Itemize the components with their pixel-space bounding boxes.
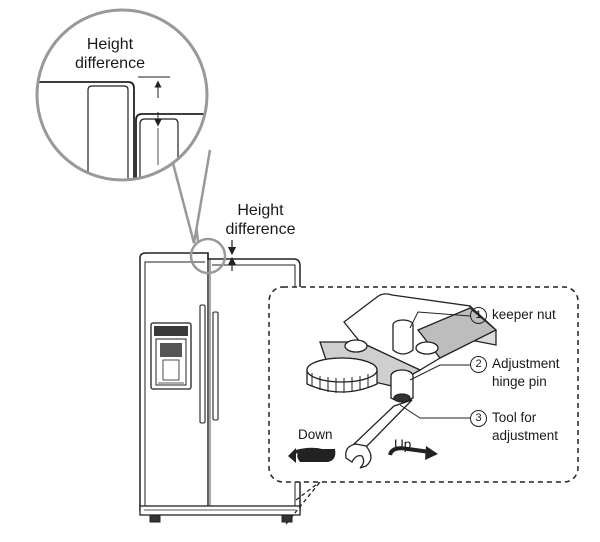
rotation-down-label: Down [298,427,333,442]
main-height-difference-label: Height difference [208,201,313,239]
part-number-1: 1 [470,307,487,324]
part-label-tool: 3 Tool for adjustment [470,409,558,445]
part-label-hinge-pin: 2 Adjustment hinge pin [470,355,560,391]
part-3-line1: Tool for [492,410,537,425]
rotation-up-label: Up [394,437,412,452]
part-leaders [399,311,471,419]
fridge-foot-left [149,514,161,523]
main-label-line2: difference [225,221,296,238]
hinge-assembly [306,293,498,469]
main-label-line1: Height [237,202,284,219]
part-label-keeper-nut: 1 keeper nut [470,306,556,324]
part-number-3: 3 [470,410,487,427]
fridge-base [139,505,301,516]
part-3-line2: adjustment [492,428,559,443]
magnifier-circle [35,8,209,182]
part-2-line2: hinge pin [492,374,547,389]
zoom-target-circle [189,237,227,275]
hinge-detail-callout [268,286,579,525]
rotation-up-arrow [388,446,438,460]
zoom-height-difference-label: Height difference [55,35,165,73]
left-door-handle [199,304,206,424]
part-number-2: 2 [470,356,487,373]
detail-box [268,286,579,483]
right-door-handle [212,311,219,421]
part-1-name: keeper nut [492,307,556,322]
rotation-down-arrow [288,447,336,463]
zoom-label-line1: Height [86,36,134,53]
zoom-label-line2: difference [75,55,145,72]
refrigerator [139,252,301,523]
part-2-line1: Adjustment [492,356,560,371]
